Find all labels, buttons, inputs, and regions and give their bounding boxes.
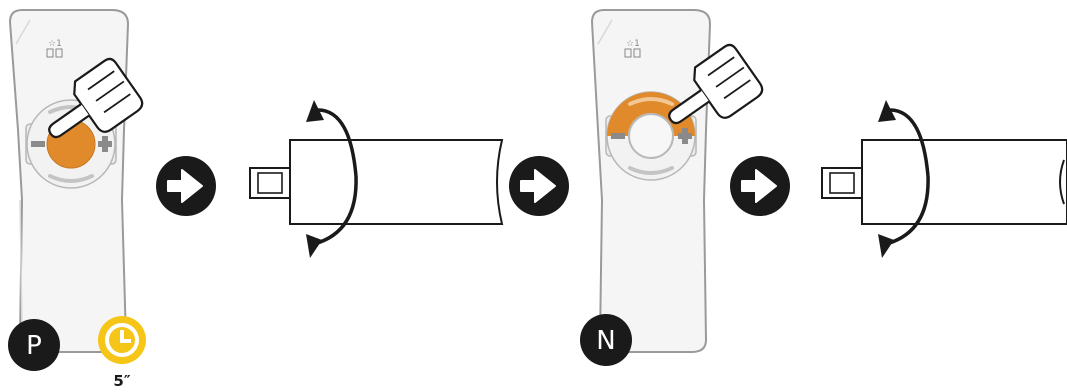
remote-1: ☆1 P [8,9,146,390]
arrow-right-icon [156,156,216,216]
plus-icon[interactable] [678,128,692,144]
svg-text:☆1: ☆1 [48,39,62,49]
minus-icon[interactable] [31,141,45,147]
timer-label: 5″ [113,372,130,390]
motor-tube-icon [821,139,1067,225]
arrow-right-icon [509,156,569,216]
channel-indicator-icon: ☆1 [624,39,641,58]
remote-2: ☆1 N [580,9,764,366]
svg-text:☆1: ☆1 [626,39,640,49]
remote-icon [590,9,712,353]
program-badge: P [8,319,60,371]
arrow-right-icon [730,156,790,216]
motor-tube-2 [821,100,1067,258]
program-badge-letter: P [26,331,42,361]
hand-pointer-icon [668,43,764,125]
stop-badge-letter: N [596,326,615,356]
minus-icon[interactable] [611,133,625,139]
rotate-arrow-icon [306,100,358,258]
stop-badge: N [580,314,632,366]
rotate-arrow-icon [878,100,930,258]
plus-icon[interactable] [98,136,112,152]
center-button[interactable] [628,113,674,159]
channel-indicator-icon: ☆1 [46,39,63,58]
motor-tube-1 [249,100,504,258]
hand-pointer-icon [48,57,144,139]
motor-tube-icon [249,139,504,225]
clock-icon [98,316,146,364]
